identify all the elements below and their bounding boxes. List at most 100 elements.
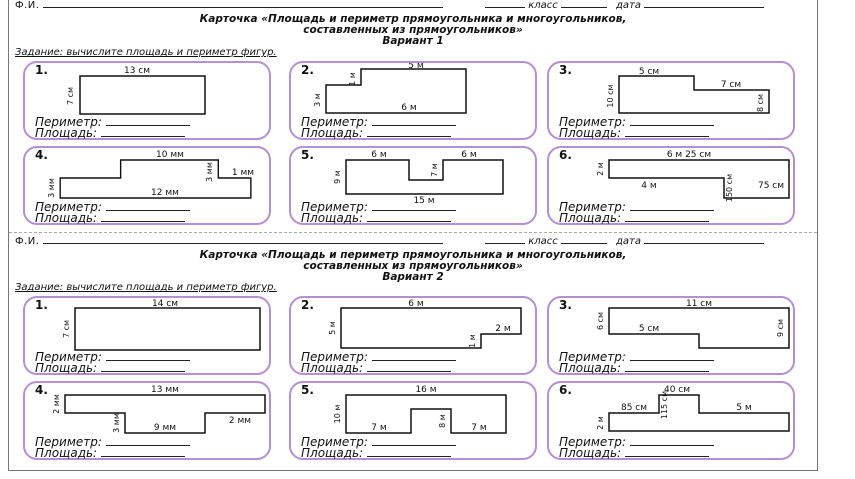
figure-label: 16 м bbox=[415, 385, 436, 395]
perimeter-label: Периметр: bbox=[35, 115, 102, 129]
area-field[interactable]: Площадь: bbox=[301, 361, 452, 375]
figure-label: 2 м bbox=[596, 162, 605, 176]
card-number: 6. bbox=[559, 383, 572, 397]
area-field[interactable]: Площадь: bbox=[301, 126, 452, 140]
figure-card-2: 2. 6 м 5 м 2 м 1 м Периметр: Площадь: bbox=[289, 296, 537, 375]
figure-label: 3 м bbox=[313, 93, 322, 107]
area-field[interactable]: Площадь: bbox=[35, 211, 186, 225]
area-label: Площадь: bbox=[35, 211, 98, 225]
figure-card-1: 1. 13 см 7 см Периметр: Площадь: bbox=[23, 61, 271, 140]
figure-label: 7 см bbox=[721, 80, 741, 90]
area-field[interactable]: Площадь: bbox=[559, 126, 710, 140]
figure-label: 12 мм bbox=[151, 188, 179, 198]
card-number: 3. bbox=[559, 298, 572, 312]
figure-label: 7 см bbox=[66, 87, 75, 105]
figure-label: 5 см bbox=[639, 67, 659, 77]
card-title: Карточка «Площадь и периметр прямоугольн… bbox=[199, 249, 627, 261]
figure-label: 7 м bbox=[471, 423, 486, 433]
figure-label: 6 м bbox=[408, 299, 423, 309]
polygon-figure: 16 м 10 м 8 м 7 м 7 м bbox=[333, 385, 507, 434]
figure-label: 75 см bbox=[758, 181, 784, 191]
area-field[interactable]: Площадь: bbox=[35, 126, 186, 140]
figure-card-6: 6. 6 м 25 см 2 м 4 м 150 см 75 см Периме… bbox=[547, 146, 795, 225]
perimeter-field[interactable]: Периметр: bbox=[301, 115, 456, 129]
area-label: Площадь: bbox=[559, 446, 622, 460]
class-label: класс bbox=[528, 0, 558, 11]
polygon-figure: 11 см 6 см 5 см 9 см bbox=[596, 299, 790, 349]
class-label: класс bbox=[528, 236, 558, 247]
figure-label: 6 м bbox=[401, 103, 416, 113]
card-number: 1. bbox=[35, 63, 48, 77]
area-label: Площадь: bbox=[35, 126, 98, 140]
perimeter-label: Периметр: bbox=[301, 200, 368, 214]
variant-2-section: Ф.И. класс дата Карточка «Площадь и пери… bbox=[9, 236, 817, 468]
perimeter-field[interactable]: Периметр: bbox=[301, 350, 456, 364]
perimeter-field[interactable]: Периметр: bbox=[559, 115, 714, 129]
card-title-line2: составленных из прямоугольников» bbox=[303, 260, 523, 272]
area-label: Площадь: bbox=[559, 361, 622, 375]
area-field[interactable]: Площадь: bbox=[559, 361, 710, 375]
area-label: Площадь: bbox=[35, 446, 98, 460]
figure-label: 10 мм bbox=[156, 150, 184, 160]
figure-label: 13 см bbox=[124, 66, 150, 76]
polygon-figure: 5 см 7 см 10 см 8 см bbox=[606, 67, 770, 114]
polygon-figure: 40 см 85 см 115 см 5 м 2 м bbox=[596, 385, 790, 432]
card-number: 1. bbox=[35, 298, 48, 312]
area-field[interactable]: Площадь: bbox=[301, 211, 452, 225]
perimeter-field[interactable]: Периметр: bbox=[35, 435, 190, 449]
figure-card-4: 4. 10 мм 3 мм 1 мм 3 мм 12 мм Периметр: … bbox=[23, 146, 271, 225]
rectangle-figure: 14 см 7 см bbox=[62, 299, 261, 351]
perimeter-field[interactable]: Периметр: bbox=[35, 350, 190, 364]
perimeter-label: Периметр: bbox=[301, 115, 368, 129]
perimeter-label: Периметр: bbox=[559, 435, 626, 449]
perimeter-field[interactable]: Периметр: bbox=[559, 200, 714, 214]
figure-label: 7 см bbox=[62, 320, 71, 338]
perimeter-field[interactable]: Периметр: bbox=[559, 350, 714, 364]
figure-label: 2 м bbox=[495, 324, 510, 334]
figure-label: 1 м bbox=[468, 334, 477, 348]
name-line: Ф.И. bbox=[15, 0, 444, 11]
figure-label: 40 см bbox=[664, 385, 690, 395]
perimeter-field[interactable]: Периметр: bbox=[35, 200, 190, 214]
perimeter-field[interactable]: Периметр: bbox=[301, 435, 456, 449]
name-underline bbox=[43, 243, 444, 244]
perimeter-field[interactable]: Периметр: bbox=[559, 435, 714, 449]
area-label: Площадь: bbox=[301, 211, 364, 225]
card-title-line2: составленных из прямоугольников» bbox=[303, 24, 523, 36]
perimeter-label: Периметр: bbox=[559, 115, 626, 129]
name-line: Ф.И. bbox=[15, 236, 444, 247]
variant-1-section: Ф.И. класс дата Карточка «Площадь и пери… bbox=[9, 0, 817, 232]
perimeter-label: Периметр: bbox=[559, 350, 626, 364]
worksheet: Ф.И. класс дата Карточка «Площадь и пери… bbox=[8, 0, 818, 471]
figure-card-5: 5. 6 м 6 м 7 м 9 м 15 м Периметр: Площад… bbox=[289, 146, 537, 225]
area-label: Площадь: bbox=[35, 361, 98, 375]
figure-label: 5 см bbox=[639, 324, 659, 334]
figure-card-3: 3. 5 см 7 см 10 см 8 см Периметр: Площад… bbox=[547, 61, 795, 140]
area-field[interactable]: Площадь: bbox=[559, 446, 710, 460]
area-field[interactable]: Площадь: bbox=[301, 446, 452, 460]
fio-label: Ф.И. bbox=[15, 0, 40, 11]
name-underline bbox=[43, 7, 444, 8]
figure-label: 5 м bbox=[408, 63, 423, 71]
figure-card-1: 1. 14 см 7 см Периметр: Площадь: bbox=[23, 296, 271, 375]
card-number: 5. bbox=[301, 383, 314, 397]
area-field[interactable]: Площадь: bbox=[559, 211, 710, 225]
card-number: 6. bbox=[559, 148, 572, 162]
perimeter-field[interactable]: Периметр: bbox=[301, 200, 456, 214]
polygon-figure: 13 мм 2 мм 3 мм 9 мм 2 мм bbox=[52, 385, 266, 434]
figure-label: 9 см bbox=[776, 319, 785, 337]
figure-label: 3 мм bbox=[205, 162, 214, 182]
area-field[interactable]: Площадь: bbox=[35, 446, 186, 460]
perimeter-label: Периметр: bbox=[559, 200, 626, 214]
figure-label: 10 см bbox=[606, 84, 615, 107]
perimeter-label: Периметр: bbox=[35, 435, 102, 449]
area-label: Площадь: bbox=[559, 211, 622, 225]
figure-label: 6 м bbox=[461, 150, 476, 160]
perimeter-field[interactable]: Периметр: bbox=[35, 115, 190, 129]
area-field[interactable]: Площадь: bbox=[35, 361, 186, 375]
card-number: 2. bbox=[301, 63, 314, 77]
variant-label: Вариант 1 bbox=[382, 35, 444, 47]
area-label: Площадь: bbox=[559, 126, 622, 140]
figure-card-2: 2. 5 м 1 м 3 м 6 м Периметр: Площадь: bbox=[289, 61, 537, 140]
figure-card-3: 3. 11 см 6 см 5 см 9 см Периметр: Площад… bbox=[547, 296, 795, 375]
